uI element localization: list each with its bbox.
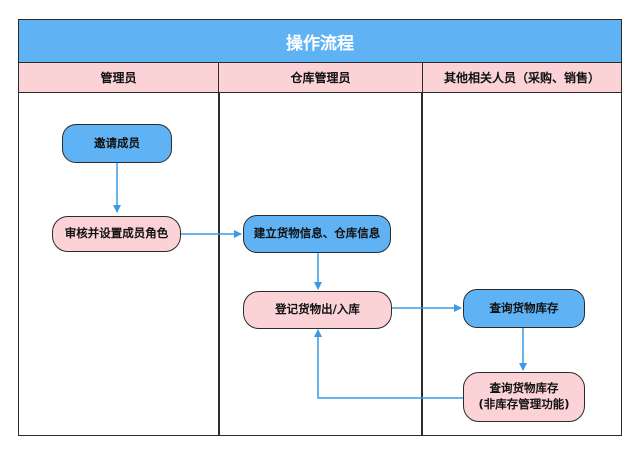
- node-query-inventory: 查询货物库存: [463, 289, 585, 328]
- lane-header-admin: 管理员: [18, 62, 219, 93]
- node-invite-members: 邀请成员: [62, 124, 172, 163]
- lane-divider-1: [218, 93, 220, 436]
- node-query-nonmgmt-line2: (非库存管理功能): [478, 397, 570, 411]
- lane-divider-2: [421, 93, 423, 436]
- arrow-nonmgmt-back-to-register: [314, 329, 463, 399]
- node-create-goods-warehouse-info: 建立货物信息、仓库信息: [243, 215, 391, 253]
- node-review-set-roles: 审核并设置成员角色: [52, 216, 181, 252]
- lane-header-other-staff: 其他相关人员（采购、销售）: [422, 62, 622, 93]
- node-register-goods-in-out: 登记货物出/入库: [243, 291, 392, 329]
- lane-header-warehouse-admin: 仓库管理员: [218, 62, 423, 93]
- node-query-nonmgmt-line1: 查询货物库存: [489, 381, 559, 396]
- node-query-inventory-nonmgmt: 查询货物库存 (非库存管理功能): [463, 372, 585, 422]
